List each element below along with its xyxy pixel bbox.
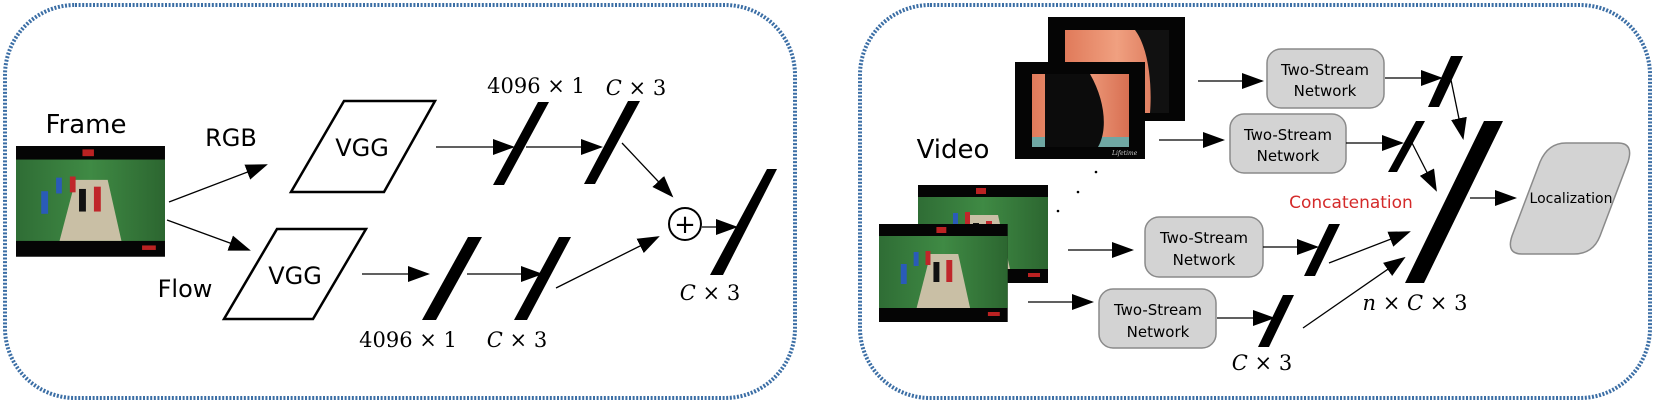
video-frame-front-2	[879, 224, 1008, 322]
arrow-frame-to-flow	[166, 219, 251, 251]
fusion-circle	[668, 207, 702, 241]
fusion-plus-icon: +	[674, 210, 696, 240]
rgb-label: RGB	[205, 124, 257, 152]
left-panel-border	[3, 3, 797, 400]
feature-bar-rgb-4096	[493, 102, 549, 185]
dim-label-4096-bottom: 4096 × 1	[359, 328, 457, 352]
dim-label-c3: C × 3	[1232, 351, 1292, 375]
flow-label: Flow	[158, 275, 213, 303]
arrow-score-4-to-concat	[1302, 256, 1406, 329]
svg-text:Two-Stream: Two-Stream	[1243, 126, 1332, 144]
arrow-flow-to-fusion	[555, 236, 660, 289]
svg-text:Two-Stream: Two-Stream	[1113, 301, 1202, 319]
dim-label-c3-bottom: C × 3	[487, 328, 547, 352]
svg-text:Network: Network	[1294, 82, 1357, 100]
vgg-flow-box	[221, 227, 369, 321]
two-stream-network-3: Two-Stream Network	[1144, 216, 1264, 278]
dim-label-4096-top: 4096 × 1	[487, 74, 585, 98]
ellipsis-dot	[1094, 170, 1098, 174]
video-frame-front-1: Lifetime	[1015, 62, 1145, 159]
dim-label-c3-top: C × 3	[606, 76, 666, 100]
svg-text:Two-Stream: Two-Stream	[1280, 61, 1369, 79]
svg-text:Network: Network	[1257, 147, 1320, 165]
two-stream-network-2: Two-Stream Network	[1229, 113, 1347, 174]
score-bar-2	[1388, 121, 1425, 172]
vgg-rgb-box	[288, 99, 438, 194]
arrow-score-2-to-concat	[1411, 142, 1437, 192]
concatenated-bar	[1405, 121, 1503, 283]
arrow-score-1-to-concat	[1450, 79, 1467, 140]
ellipsis-dot	[1056, 209, 1060, 213]
two-stream-network-4: Two-Stream Network	[1098, 288, 1217, 349]
vgg-flow-label: VGG	[268, 262, 322, 290]
ellipsis-dot	[1076, 190, 1080, 194]
fused-score-bar	[710, 169, 777, 275]
svg-text:Two-Stream: Two-Stream	[1159, 229, 1248, 247]
score-bar-rgb	[584, 101, 640, 184]
two-stream-network-1: Two-Stream Network	[1266, 48, 1385, 109]
svg-text:Network: Network	[1127, 323, 1190, 341]
localization-box: Localization	[1509, 142, 1631, 255]
concatenation-label: Concatenation	[1289, 193, 1413, 213]
frame-label: Frame	[45, 110, 126, 140]
dim-label-c3-fused: C × 3	[680, 281, 740, 305]
score-bar-3	[1304, 224, 1340, 276]
arrow-rgb-to-fusion	[621, 142, 674, 198]
score-bar-1	[1428, 56, 1463, 107]
feature-bar-flow-4096	[422, 237, 482, 320]
score-bar-4	[1258, 295, 1294, 347]
vgg-rgb-label: VGG	[335, 134, 389, 162]
frame-watermark: Lifetime	[1111, 150, 1138, 157]
arrow-score-3-to-concat	[1328, 231, 1411, 264]
score-bar-flow	[514, 237, 571, 320]
svg-text:Localization: Localization	[1530, 191, 1613, 207]
dim-label-nc3: n × C × 3	[1363, 291, 1468, 315]
svg-text:Network: Network	[1173, 251, 1236, 269]
frame-image	[16, 146, 165, 257]
video-label: Video	[917, 135, 990, 165]
arrow-frame-to-rgb	[168, 164, 268, 203]
